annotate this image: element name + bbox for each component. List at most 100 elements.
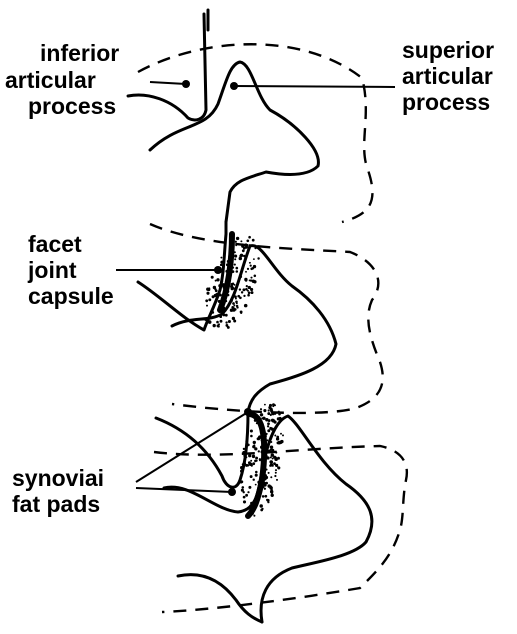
stipple-dot bbox=[253, 441, 256, 444]
stipple-dot bbox=[237, 243, 239, 245]
stipple-dot bbox=[228, 320, 231, 323]
stipple-dot bbox=[264, 488, 266, 490]
stipple-dot bbox=[235, 241, 237, 243]
stipple-dot bbox=[239, 255, 241, 257]
stipple-dot bbox=[277, 457, 280, 460]
label-fatpad-line-1: synoviai bbox=[12, 465, 104, 491]
stipple-dot bbox=[248, 461, 251, 464]
lower-inferior-articular-process-outline bbox=[156, 412, 248, 487]
stipple-dot bbox=[267, 484, 270, 487]
stipple-dot bbox=[220, 320, 223, 323]
facet-capsule-dot bbox=[214, 266, 222, 274]
stipple-dot bbox=[245, 271, 247, 273]
stipple-dot bbox=[270, 445, 273, 448]
stipple-dot bbox=[216, 321, 219, 324]
stipple-dot bbox=[231, 287, 234, 290]
stipple-dot bbox=[259, 459, 261, 461]
stipple-dot bbox=[236, 237, 239, 240]
stipple-dot bbox=[208, 298, 211, 301]
stipple-dot bbox=[247, 268, 249, 270]
stipple-dot bbox=[235, 297, 237, 299]
stipple-dot bbox=[213, 324, 216, 327]
stipple-dot bbox=[272, 465, 274, 467]
stipple-dot bbox=[243, 500, 246, 503]
stipple-dot bbox=[253, 479, 255, 481]
stipple-dot bbox=[282, 434, 284, 436]
label-inferior-line-2: articular bbox=[5, 67, 96, 93]
upper-vertebra bbox=[128, 10, 372, 222]
label-superior-line-1: superior bbox=[402, 37, 494, 63]
stipple-dot bbox=[267, 425, 269, 427]
stipple-dot bbox=[269, 404, 272, 407]
stipple-dot bbox=[274, 435, 276, 437]
stipple-dot bbox=[242, 249, 245, 252]
stipple-dot bbox=[241, 291, 243, 293]
stipple-dot bbox=[211, 276, 214, 279]
fat-pad-leader-upper bbox=[136, 412, 248, 482]
label-inferior-articular-process: inferior articular process bbox=[5, 40, 119, 119]
stipple-dot bbox=[247, 294, 250, 297]
stipple-dot bbox=[252, 239, 255, 242]
lower-caudal-process-outline bbox=[178, 575, 262, 622]
stipple-dot bbox=[243, 295, 245, 297]
stipple-dot bbox=[271, 449, 274, 452]
stipple-dot bbox=[234, 264, 236, 266]
stipple-dot bbox=[252, 462, 255, 465]
fat-pad-dot-lower bbox=[228, 488, 236, 496]
stipple-dot bbox=[262, 417, 265, 420]
stipple-dot bbox=[217, 278, 220, 281]
stipple-dot bbox=[267, 422, 270, 425]
lower-vertebra bbox=[136, 403, 407, 622]
stipple-dot bbox=[270, 490, 273, 493]
stipple-dot bbox=[232, 283, 234, 285]
stipple-dot bbox=[235, 267, 238, 270]
lower-vertebral-body-outline bbox=[154, 446, 407, 612]
stipple-dot bbox=[276, 479, 278, 481]
stipple-dot bbox=[236, 302, 238, 304]
stipple-dot bbox=[257, 257, 259, 259]
stipple-dot bbox=[250, 288, 253, 291]
stipple-dot bbox=[250, 277, 252, 279]
stipple-dot bbox=[268, 419, 271, 422]
stipple-dot bbox=[253, 258, 255, 260]
stipple-dot bbox=[248, 291, 251, 294]
upper-inferior-articular-process-outline bbox=[128, 10, 208, 120]
stipple-dot bbox=[270, 460, 274, 464]
stipple-dot bbox=[249, 262, 251, 264]
stipple-dot bbox=[274, 475, 276, 477]
stipple-dot bbox=[260, 509, 263, 512]
stipple-dot bbox=[255, 484, 257, 486]
stipple-dot bbox=[254, 275, 257, 278]
stipple-dot bbox=[247, 491, 249, 493]
inferior-process-leader bbox=[150, 82, 186, 84]
stipple-dot bbox=[246, 239, 249, 242]
stipple-dot bbox=[220, 257, 222, 259]
stipple-dot bbox=[249, 287, 251, 289]
label-superior-articular-process: superior articular process bbox=[402, 37, 494, 115]
stipple-dot bbox=[268, 409, 270, 411]
fat-pad-dot-upper bbox=[244, 408, 252, 416]
stipple-dot bbox=[262, 495, 265, 498]
stipple-dot bbox=[242, 288, 245, 291]
stipple-dot bbox=[264, 495, 267, 498]
stipple-dot bbox=[237, 295, 240, 298]
stipple-dot bbox=[270, 476, 272, 478]
stipple-dot bbox=[252, 455, 255, 458]
label-facet-line-1: facet bbox=[28, 231, 82, 257]
label-facet-line-2: joint bbox=[27, 257, 77, 283]
stipple-dot bbox=[243, 491, 245, 493]
stipple-dot bbox=[258, 450, 260, 452]
stipple-dot bbox=[274, 413, 276, 415]
stipple-dot bbox=[244, 304, 248, 308]
stipple-dot bbox=[269, 427, 272, 430]
stipple-dot bbox=[272, 405, 274, 407]
stipple-dot bbox=[225, 321, 227, 323]
stipple-dot bbox=[253, 281, 255, 283]
stipple-dot bbox=[231, 306, 234, 309]
stipple-dot bbox=[268, 472, 270, 474]
label-superior-line-3: process bbox=[402, 89, 490, 115]
stipple-dot bbox=[234, 255, 237, 258]
middle-vertebra bbox=[116, 222, 383, 413]
stipple-dot bbox=[245, 494, 248, 497]
stipple-dot bbox=[208, 287, 210, 289]
